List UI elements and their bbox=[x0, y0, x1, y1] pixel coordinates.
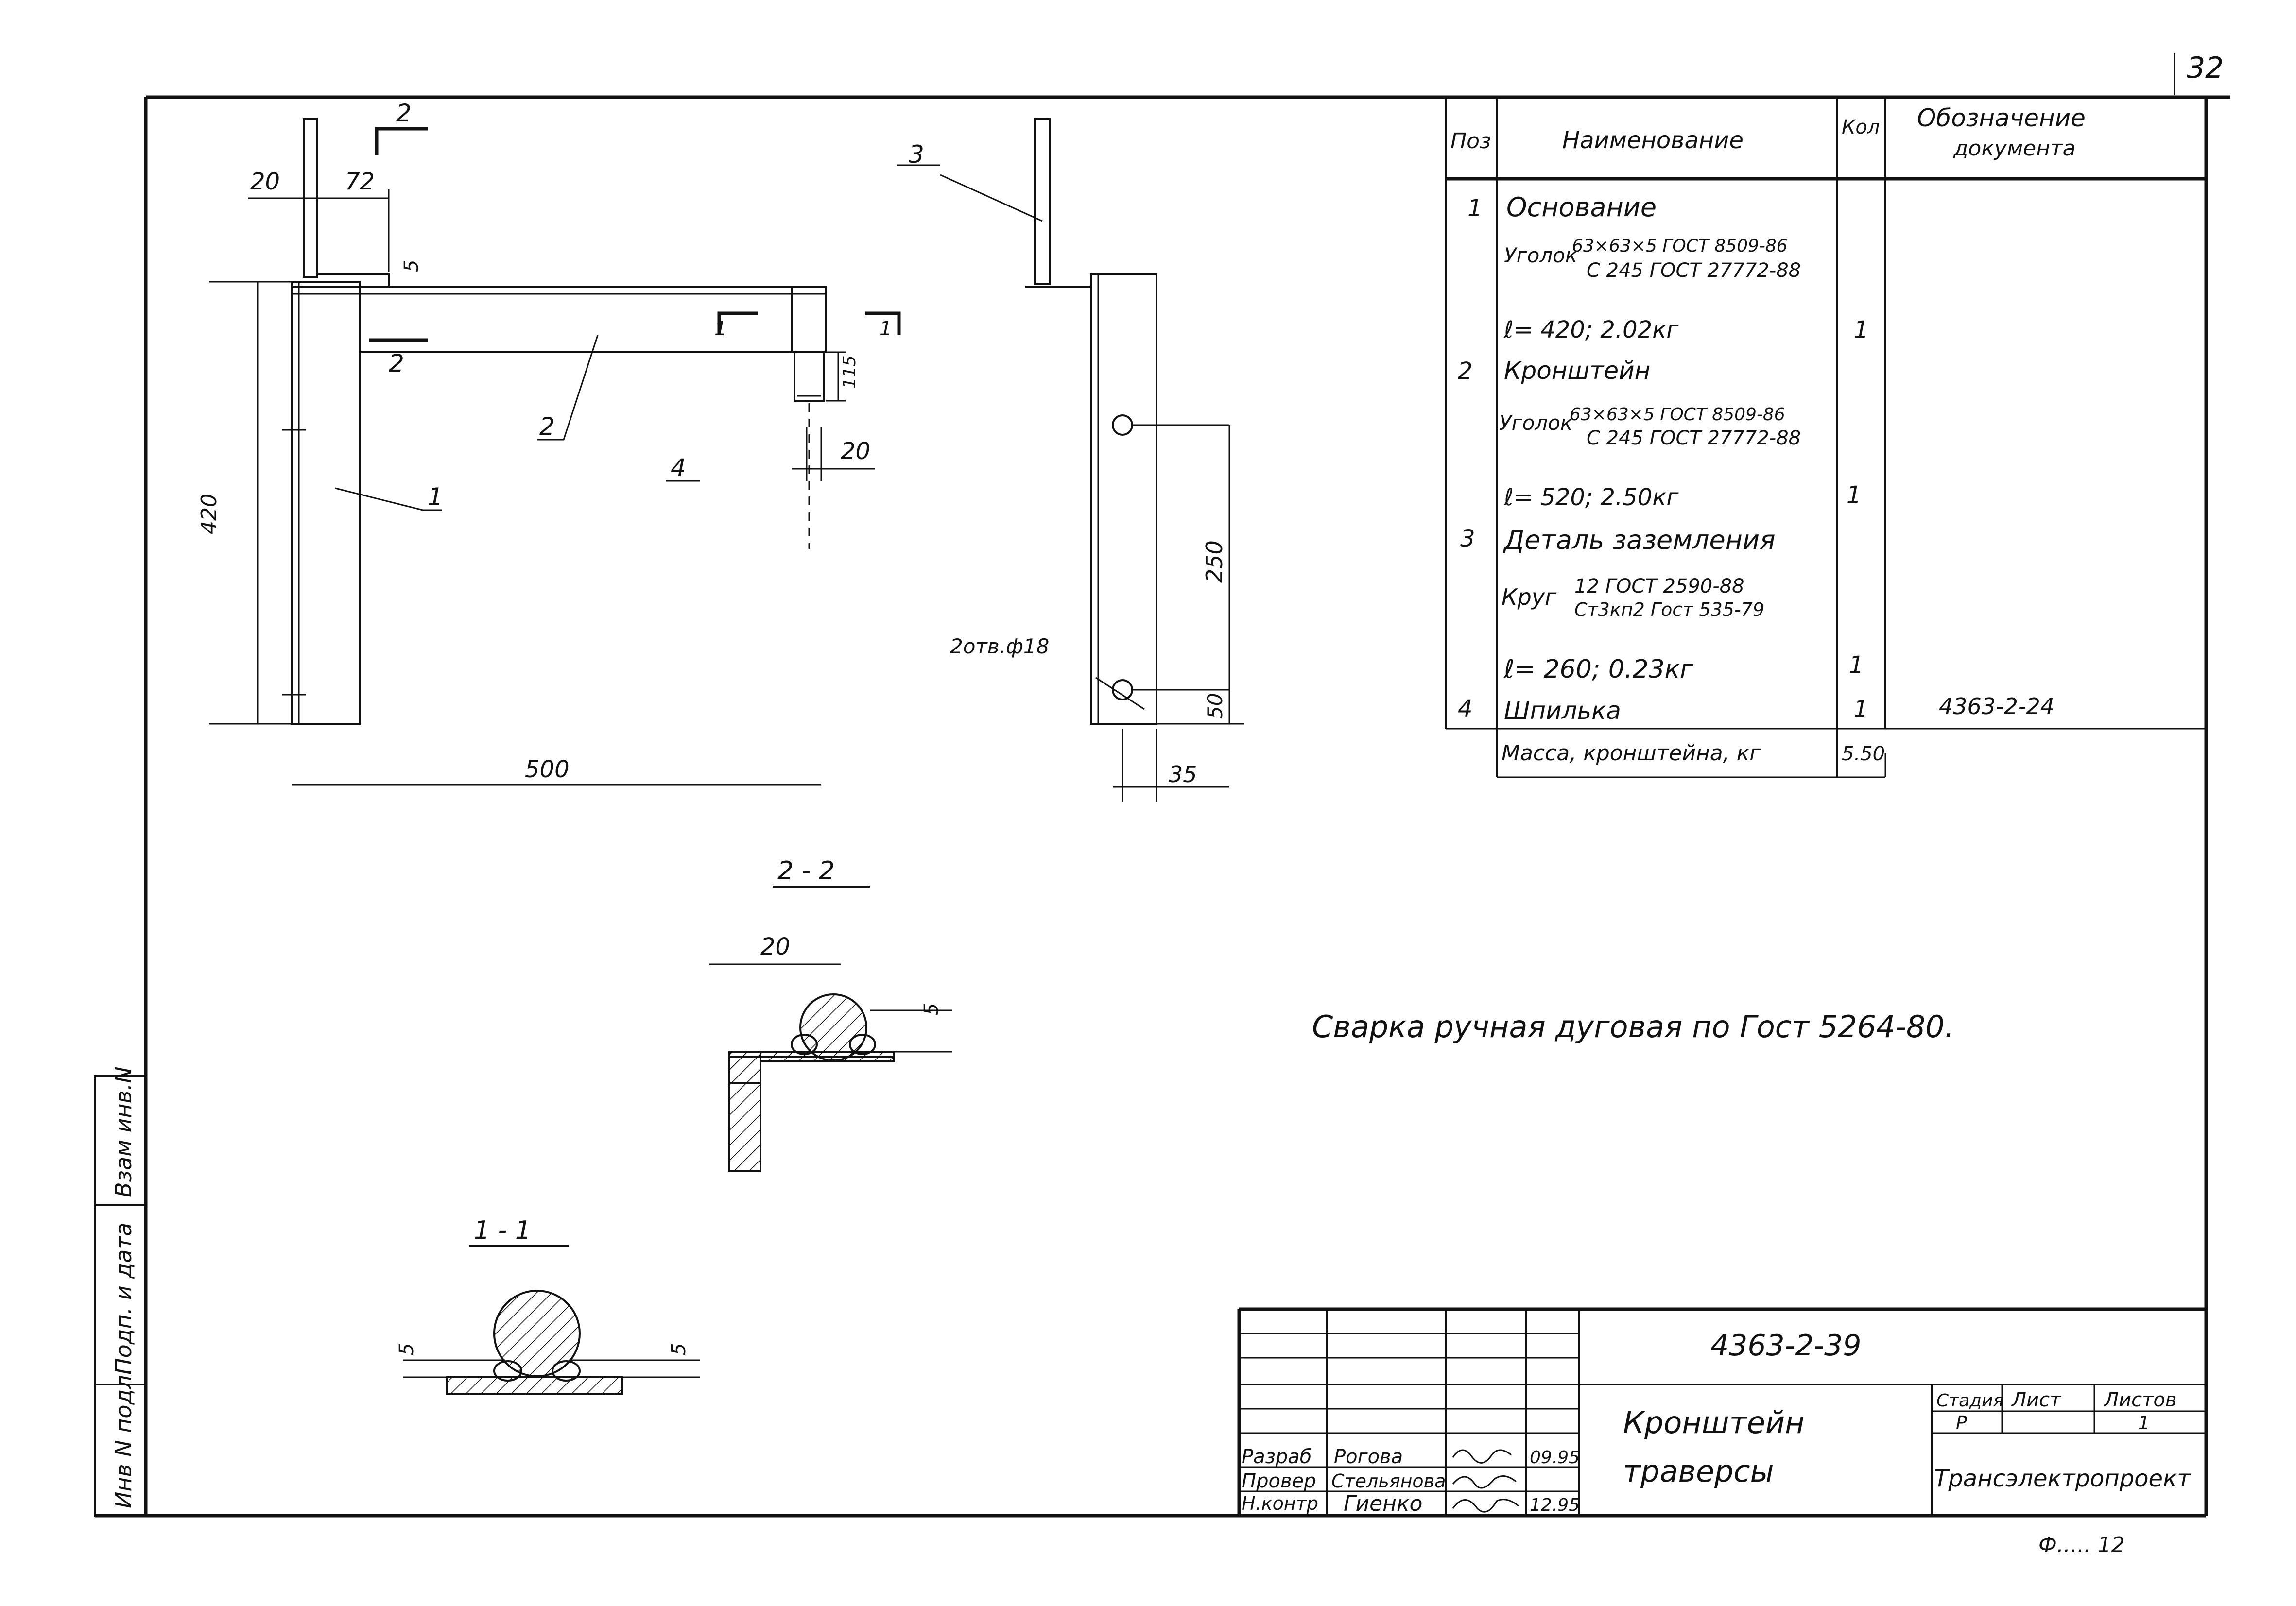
spec-pos-1: 1 bbox=[1467, 195, 1483, 222]
spec-sub-3a: 12 ГОСТ 2590-88 bbox=[1574, 575, 1744, 598]
spec-sub-1a: 63×63×5 ГОСТ 8509-86 bbox=[1572, 236, 1788, 256]
section-2-title: 2 - 2 bbox=[777, 856, 835, 886]
spec-header-name: Наименование bbox=[1562, 127, 1744, 154]
signature-norm bbox=[1452, 1499, 1519, 1513]
section-mark-bottom: 2 bbox=[389, 349, 404, 377]
role-check-name: Стельянова bbox=[1331, 1470, 1446, 1492]
signature-check bbox=[1452, 1475, 1517, 1489]
dim-250: 250 bbox=[1201, 540, 1227, 583]
title-sheet-label: Лист bbox=[2011, 1389, 2062, 1411]
stamp-cell-inv: Инв N подл. bbox=[110, 1368, 137, 1508]
dim-50: 50 bbox=[1203, 693, 1227, 719]
role-dev-date: 09.95 bbox=[1530, 1448, 1580, 1468]
spec-name-2: Кронштейн bbox=[1504, 357, 1650, 385]
section-2-dim-20: 20 bbox=[760, 933, 790, 960]
title-org: Трансэлектропроект bbox=[1934, 1465, 2192, 1492]
spec-qty-2: 1 bbox=[1847, 481, 1862, 509]
spec-qty-4: 1 bbox=[1854, 696, 1868, 722]
view-mark-right: 1 bbox=[880, 318, 892, 340]
spec-sub-2a: 63×63×5 ГОСТ 8509-86 bbox=[1570, 405, 1785, 425]
callout-2: 2 bbox=[539, 412, 555, 441]
callout-1: 1 bbox=[428, 483, 443, 511]
dim-20-pin: 20 bbox=[841, 438, 870, 465]
side-view: 250 50 35 2отв.ф18 3 bbox=[897, 118, 1244, 802]
spec-table: Поз Наименование Кол Обозначение докумен… bbox=[1445, 97, 2207, 778]
role-check: Провер bbox=[1242, 1470, 1316, 1492]
title-stage-label: Стадия bbox=[1936, 1391, 2003, 1411]
view-mark-left: 1 bbox=[714, 318, 726, 340]
section-mark-top: 2 bbox=[396, 99, 412, 127]
dim-500: 500 bbox=[525, 756, 570, 783]
main-view: 420 500 20 72 5 2 2 1 1 115 20 1 bbox=[197, 99, 901, 786]
holes-note: 2отв.ф18 bbox=[950, 634, 1049, 658]
spec-pos-2: 2 bbox=[1458, 358, 1473, 385]
stamp-cell-sign-date: Подп. и дата bbox=[110, 1223, 137, 1375]
spec-sub-3b: Ст3кп2 Гост 535-79 bbox=[1574, 599, 1764, 620]
welding-note: Сварка ручная дуговая по Гост 5264-80. bbox=[1312, 1009, 1954, 1044]
spec-sub-2b: С 245 ГОСТ 27772-88 bbox=[1587, 427, 1801, 449]
stamp-cell-replace: Взам инв.N bbox=[110, 1066, 137, 1197]
section-2-2: 2 - 2 20 5 bbox=[709, 856, 952, 1172]
spec-qty-1: 1 bbox=[1854, 316, 1869, 343]
spec-pos-3: 3 bbox=[1460, 525, 1475, 552]
spec-name-1: Основание bbox=[1506, 192, 1657, 222]
dim-115: 115 bbox=[840, 355, 860, 389]
title-sheets-label: Листов bbox=[2103, 1389, 2176, 1411]
dim-20: 20 bbox=[250, 168, 280, 195]
section-1-title: 1 - 1 bbox=[474, 1216, 531, 1245]
sheet-number: 32 bbox=[2187, 51, 2224, 85]
spec-name-1c: ℓ= 420; 2.02кг bbox=[1503, 316, 1679, 343]
spec-name-3c: ℓ= 260; 0.23кг bbox=[1503, 655, 1693, 684]
section-1-dim-5b: 5 bbox=[668, 1343, 690, 1355]
title-sheets-value: 1 bbox=[2138, 1412, 2150, 1434]
title-doc-code: 4363-2-39 bbox=[1710, 1329, 1862, 1363]
section-2-dim-5: 5 bbox=[920, 1003, 943, 1015]
title-name-2: траверсы bbox=[1623, 1453, 1774, 1489]
spec-header-qty: Кол bbox=[1842, 116, 1880, 138]
format-note: Ф..... 12 bbox=[2038, 1533, 2125, 1557]
spec-mass-label: Масса, кронштейна, кг bbox=[1502, 741, 1761, 766]
spec-header-pos: Поз bbox=[1450, 129, 1491, 154]
dim-5: 5 bbox=[400, 260, 423, 272]
spec-pos-4: 4 bbox=[1458, 695, 1473, 722]
side-stamp: Взам инв.N Подп. и дата Инв N подл. bbox=[94, 1066, 147, 1517]
role-norm-date: 12.95 bbox=[1530, 1495, 1580, 1515]
spec-name-3: Деталь заземления bbox=[1503, 525, 1776, 555]
dim-72: 72 bbox=[345, 168, 375, 195]
spec-header-doc: Обозначение bbox=[1917, 104, 2086, 132]
spec-name-3b: Круг bbox=[1502, 584, 1557, 610]
spec-name-2c: ℓ= 520; 2.50кг bbox=[1503, 484, 1679, 511]
spec-name-2b: Уголок bbox=[1499, 411, 1573, 435]
role-dev: Разраб bbox=[1242, 1446, 1312, 1468]
callout-3: 3 bbox=[909, 140, 924, 169]
spec-mass-value: 5.50 bbox=[1842, 743, 1885, 765]
title-name-1: Кронштейн bbox=[1623, 1405, 1805, 1440]
role-dev-name: Рогова bbox=[1334, 1446, 1403, 1468]
spec-name-1b: Уголок bbox=[1504, 243, 1578, 267]
callout-4: 4 bbox=[671, 454, 686, 482]
dim-420: 420 bbox=[197, 494, 222, 534]
spec-name-4: Шпилька bbox=[1504, 697, 1621, 725]
role-norm: Н.контр bbox=[1242, 1493, 1318, 1514]
title-stage-value: Р bbox=[1956, 1412, 1967, 1434]
role-norm-name: Гиенко bbox=[1344, 1491, 1422, 1516]
spec-sub-1b: С 245 ГОСТ 27772-88 bbox=[1587, 259, 1801, 282]
dim-35: 35 bbox=[1169, 761, 1197, 787]
spec-qty-3: 1 bbox=[1849, 651, 1864, 679]
title-block: 4363-2-39 Кронштейн траверсы Стадия Лист… bbox=[1237, 1307, 2206, 1516]
spec-doc-4: 4363-2-24 bbox=[1939, 693, 2054, 719]
section-1-dim-5a: 5 bbox=[396, 1343, 418, 1355]
section-1-1: 1 - 1 5 5 bbox=[396, 1216, 700, 1395]
spec-header-doc-2: документа bbox=[1953, 136, 2076, 161]
signature-dev bbox=[1452, 1449, 1512, 1464]
